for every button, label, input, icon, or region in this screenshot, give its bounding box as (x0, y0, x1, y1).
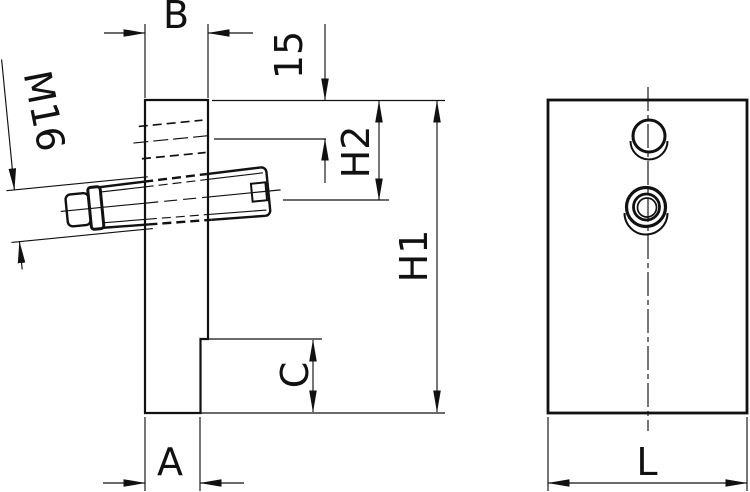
dim-label-h2: H2 (334, 126, 378, 179)
threaded-hole-hidden-line (141, 151, 206, 160)
dim-label-h1: H1 (392, 230, 436, 283)
side-view (1, 59, 281, 415)
dim-h1: H1 (392, 100, 441, 413)
front-view (546, 87, 749, 431)
side-body-outline (143, 98, 210, 415)
screw-tip (260, 166, 272, 217)
clamp-screw (1, 59, 281, 270)
extension-line (6, 176, 148, 192)
dim-15: 15 (212, 24, 445, 183)
extension-line (11, 227, 153, 243)
screw-shank (99, 166, 267, 229)
upper-hole-chamfer-arc (629, 140, 669, 161)
dim-l: L (547, 417, 748, 491)
lower-hole-middle-circle (632, 192, 661, 222)
lower-hole-outer-circle (624, 185, 668, 229)
lower-hole-chamfer-arc (623, 212, 669, 236)
dim-label-c: C (273, 362, 317, 389)
dim-label-a: A (157, 440, 183, 484)
screw-collar (86, 185, 106, 231)
hole-centerline (133, 134, 211, 144)
dim-m16: M16 (15, 67, 74, 155)
thread-label-m16: M16 (15, 67, 74, 155)
dim-label-15: 15 (267, 31, 311, 79)
dim-h2: H2 (283, 100, 389, 201)
dim-label-l: L (636, 440, 657, 484)
dim-c: C (201, 338, 445, 414)
side-body-fill (145, 100, 208, 413)
screw-tip-pilot (249, 181, 269, 203)
dimension-arrow (17, 241, 26, 270)
dim-a: A (103, 417, 244, 491)
lower-hole-inner-circle (636, 197, 658, 218)
dim-b: B (104, 0, 253, 98)
threaded-hole-hidden-line (138, 119, 203, 128)
upper-hole-circle (631, 118, 667, 154)
dim-label-b: B (163, 0, 189, 37)
screw-axis (145, 196, 210, 204)
dimension-arrow (1, 59, 17, 191)
